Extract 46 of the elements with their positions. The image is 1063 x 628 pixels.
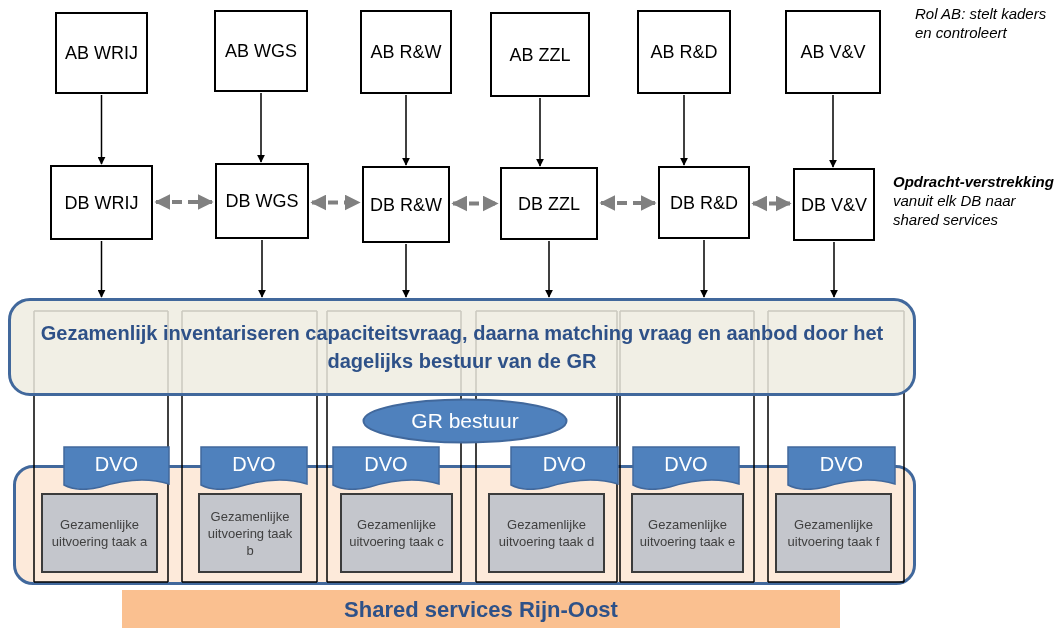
process-box: DB V&V [793, 168, 875, 241]
process-box: AB V&V [785, 10, 881, 94]
process-box: DB R&D [658, 166, 750, 239]
task-box: Gezamenlijke uitvoering taak e [631, 493, 744, 573]
arrow [97, 240, 106, 298]
task-box: Gezamenlijke uitvoering taak d [488, 493, 605, 573]
arrow [310, 194, 361, 211]
title-bar: Shared services Rijn-Oost [122, 590, 840, 628]
task-box: Gezamenlijke uitvoering taak b [198, 493, 302, 573]
arrow [545, 240, 553, 298]
process-box: AB WGS [214, 10, 308, 92]
arrow [451, 195, 499, 212]
note-text: Rol AB: stelt kaders en controleert [915, 4, 1048, 43]
arrow [680, 94, 688, 166]
arrow [536, 97, 544, 167]
arrow [599, 195, 657, 211]
task-box: Gezamenlijke uitvoering taak f [775, 493, 892, 573]
arrow [257, 92, 265, 163]
arrow [700, 239, 708, 298]
arrow [402, 243, 410, 298]
process-box: AB WRIJ [55, 12, 148, 94]
process-box: DB WRIJ [50, 165, 153, 240]
note-text: Opdracht-verstrekking vanuit elk DB naar shared services [893, 172, 1055, 230]
process-box: DB R&W [362, 166, 450, 243]
process-band: Gezamenlijk inventariseren capaciteitsvraag, daarna matching vraag en aanbod door het dagelijks bestuur van de GR [8, 298, 916, 396]
arrow [829, 94, 837, 168]
arrow [154, 194, 214, 210]
process-box: DB WGS [215, 163, 309, 239]
arrow [258, 239, 266, 298]
process-box: AB R&W [360, 10, 452, 94]
document-shape: DVO [787, 446, 896, 490]
process-box: AB ZZL [490, 12, 590, 97]
document-shape: DVO [632, 446, 740, 490]
arrow [830, 241, 838, 298]
document-shape: DVO [200, 446, 308, 490]
arrow [97, 94, 106, 165]
document-shape: DVO [63, 446, 170, 490]
document-shape: DVO [510, 446, 619, 490]
process-box: DB ZZL [500, 167, 598, 240]
document-shape: DVO [332, 446, 440, 490]
arrow [402, 94, 410, 166]
process-box: AB R&D [637, 10, 731, 94]
arrow [751, 195, 792, 212]
task-box: Gezamenlijke uitvoering taak a [41, 493, 158, 573]
ellipse-node: GR bestuur [362, 398, 568, 444]
task-box: Gezamenlijke uitvoering taak c [340, 493, 453, 573]
